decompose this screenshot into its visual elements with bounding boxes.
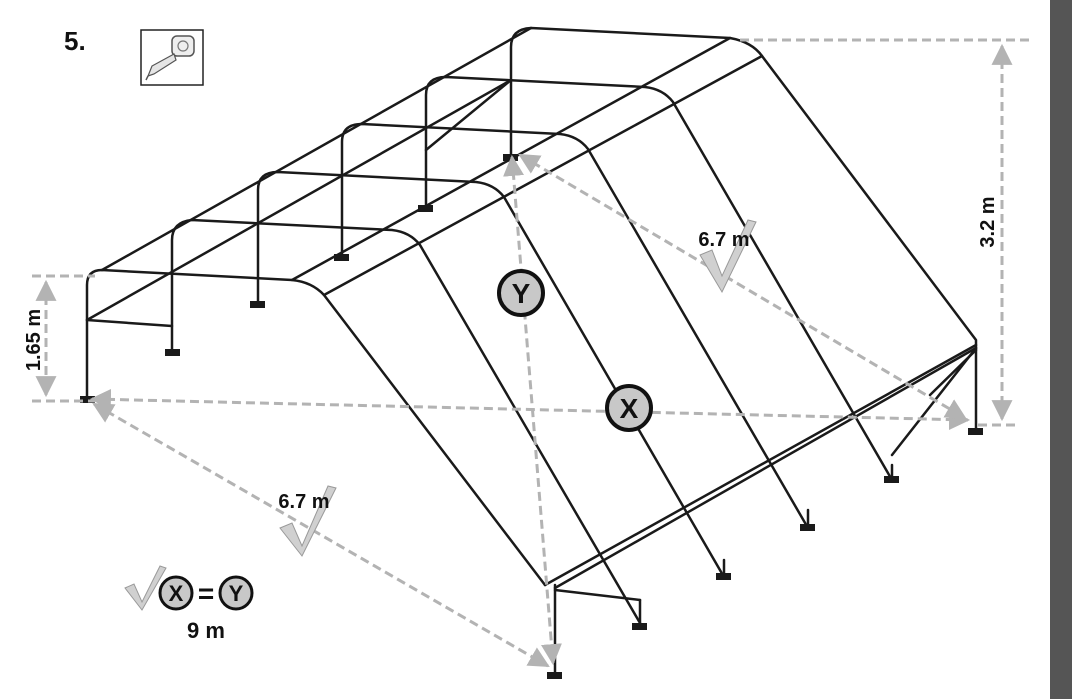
height-high-label: 3.2 m <box>977 196 999 247</box>
step-number: 5. <box>64 26 86 56</box>
diagonal-x-marker: X <box>605 384 653 432</box>
height-low-label: 1.65 m <box>23 309 45 371</box>
width-back-label: 6.7 m <box>698 229 749 251</box>
formula-left: X <box>169 581 184 606</box>
formula-value: 9 m <box>187 618 225 643</box>
check-mark-icon <box>699 219 757 294</box>
diagonal-y-label: Y <box>512 278 531 309</box>
check-mark-icon <box>124 565 167 611</box>
width-front-label: 6.7 m <box>278 491 329 513</box>
diagonal-x-label: X <box>620 393 639 424</box>
tape-measure-icon <box>140 29 204 86</box>
formula-right: Y <box>229 581 244 606</box>
formula-equals: = <box>198 578 214 609</box>
check-mark-icon <box>279 485 337 557</box>
side-bar <box>1050 0 1072 699</box>
formula: X = Y 9 m <box>124 565 254 643</box>
diagonal-y-marker: Y <box>497 269 545 317</box>
dimension-lines <box>32 38 1030 668</box>
frame-structure <box>85 26 978 678</box>
base-plates <box>80 154 983 679</box>
